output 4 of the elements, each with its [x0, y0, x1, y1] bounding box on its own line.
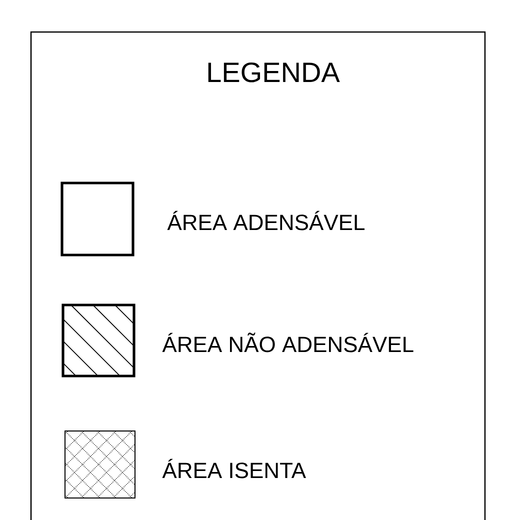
legend-label: ÁREA ADENSÁVEL — [167, 210, 365, 230]
legend-label: ÁREA ISENTA — [162, 458, 306, 478]
legend-label: ÁREA NÃO ADENSÁVEL — [162, 332, 414, 352]
title: LEGENDA — [208, 62, 340, 82]
